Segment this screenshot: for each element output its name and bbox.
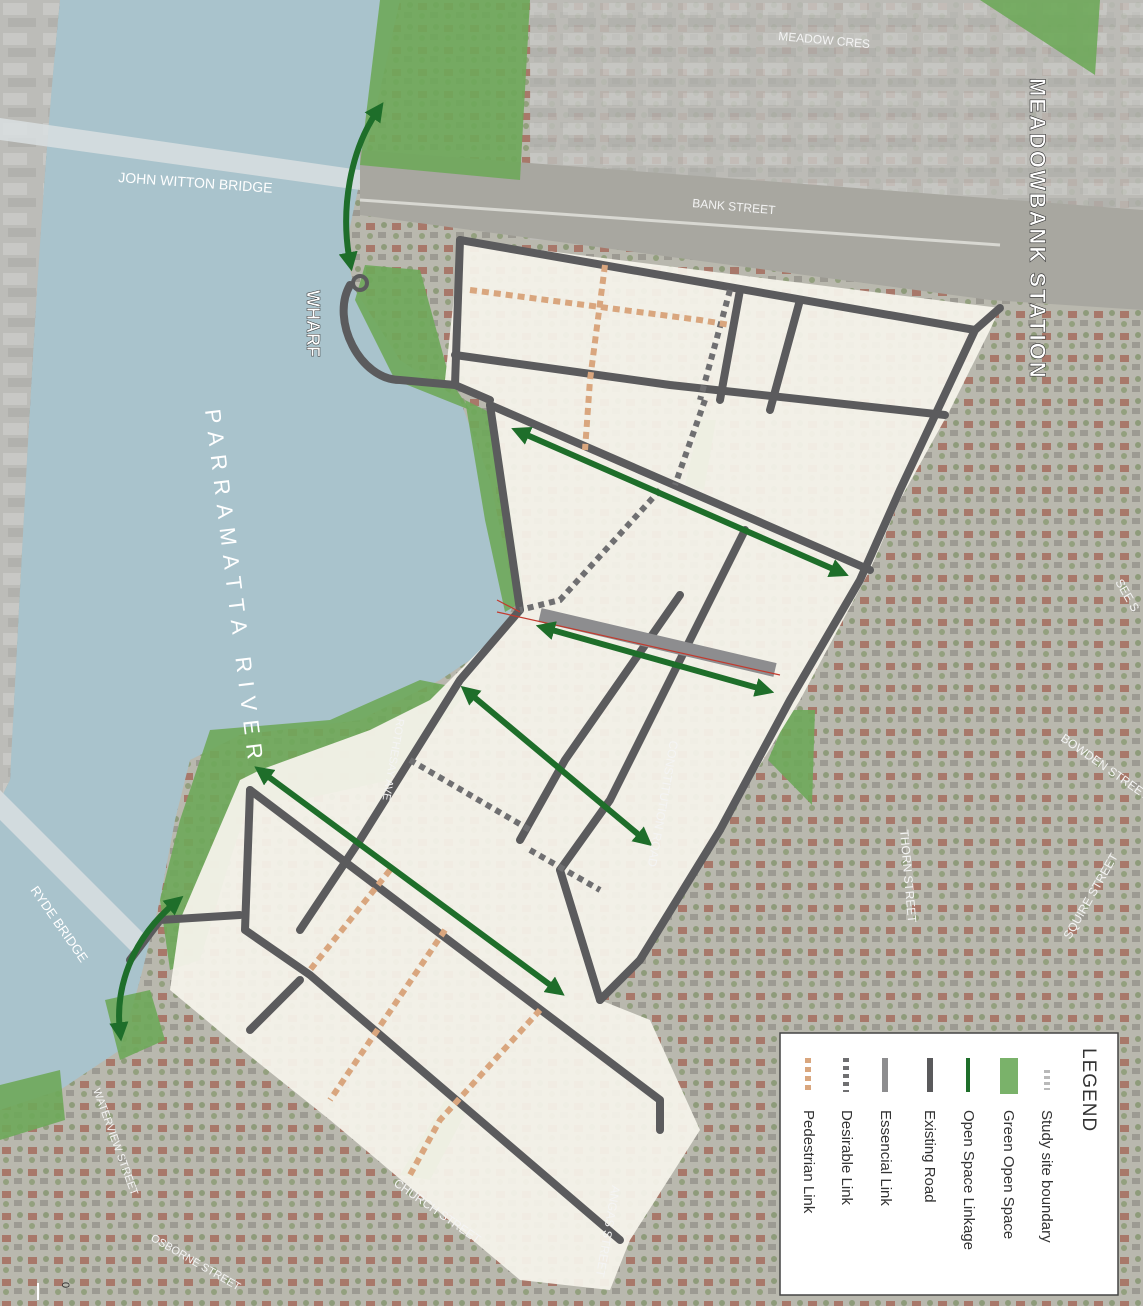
legend-label-desirable-link: Desirable Link xyxy=(838,1110,855,1206)
green-open-space-southwest xyxy=(0,1070,65,1140)
west-bank-land xyxy=(0,0,60,800)
linkage-arrow-wharf xyxy=(338,102,384,272)
meadowbank-station-label: MEADOWBANK STATION xyxy=(1025,78,1050,380)
green-open-space-icon xyxy=(1000,1058,1018,1094)
legend-label-essencial-link: Essencial Link xyxy=(877,1110,894,1206)
railway-corridor xyxy=(360,150,1143,310)
legend-label-study-site-boundary: Study site boundary xyxy=(1038,1110,1055,1243)
green-open-space-northeast xyxy=(980,0,1100,75)
open-space-linkages xyxy=(109,102,849,1042)
parramatta-river-water xyxy=(0,0,515,1110)
linkage-arrow-4 xyxy=(254,766,565,996)
legend-box xyxy=(779,1032,1119,1296)
legend-label-existing-road: Existing Road xyxy=(921,1110,938,1203)
linkage-arrow-3 xyxy=(460,685,653,847)
bank-street-line xyxy=(359,198,1001,247)
wharf-label: WHARF xyxy=(303,290,323,357)
linkage-arrow-ryde xyxy=(109,895,184,1042)
legend-title: LEGEND xyxy=(1078,1048,1099,1132)
legend-label-open-space-linkage: Open Space Linkage xyxy=(960,1110,977,1250)
site-red-line-2 xyxy=(496,599,521,613)
john-witton-bridge xyxy=(0,118,360,190)
linkage-arrow-1 xyxy=(511,427,849,577)
green-open-space-east xyxy=(768,710,815,805)
scale-marker: 0 xyxy=(59,1282,71,1288)
legend-label-pedestrian-link: Pedestrian Link xyxy=(800,1110,817,1214)
wharf-marker xyxy=(351,274,369,292)
linkage-arrow-2 xyxy=(535,621,775,697)
green-open-space-north xyxy=(360,0,530,180)
legend: LEGEND Study site boundary Green Open Sp… xyxy=(779,1032,1119,1296)
green-open-space-wharf xyxy=(355,265,470,410)
legend-label-green-open-space: Green Open Space xyxy=(1000,1110,1017,1239)
